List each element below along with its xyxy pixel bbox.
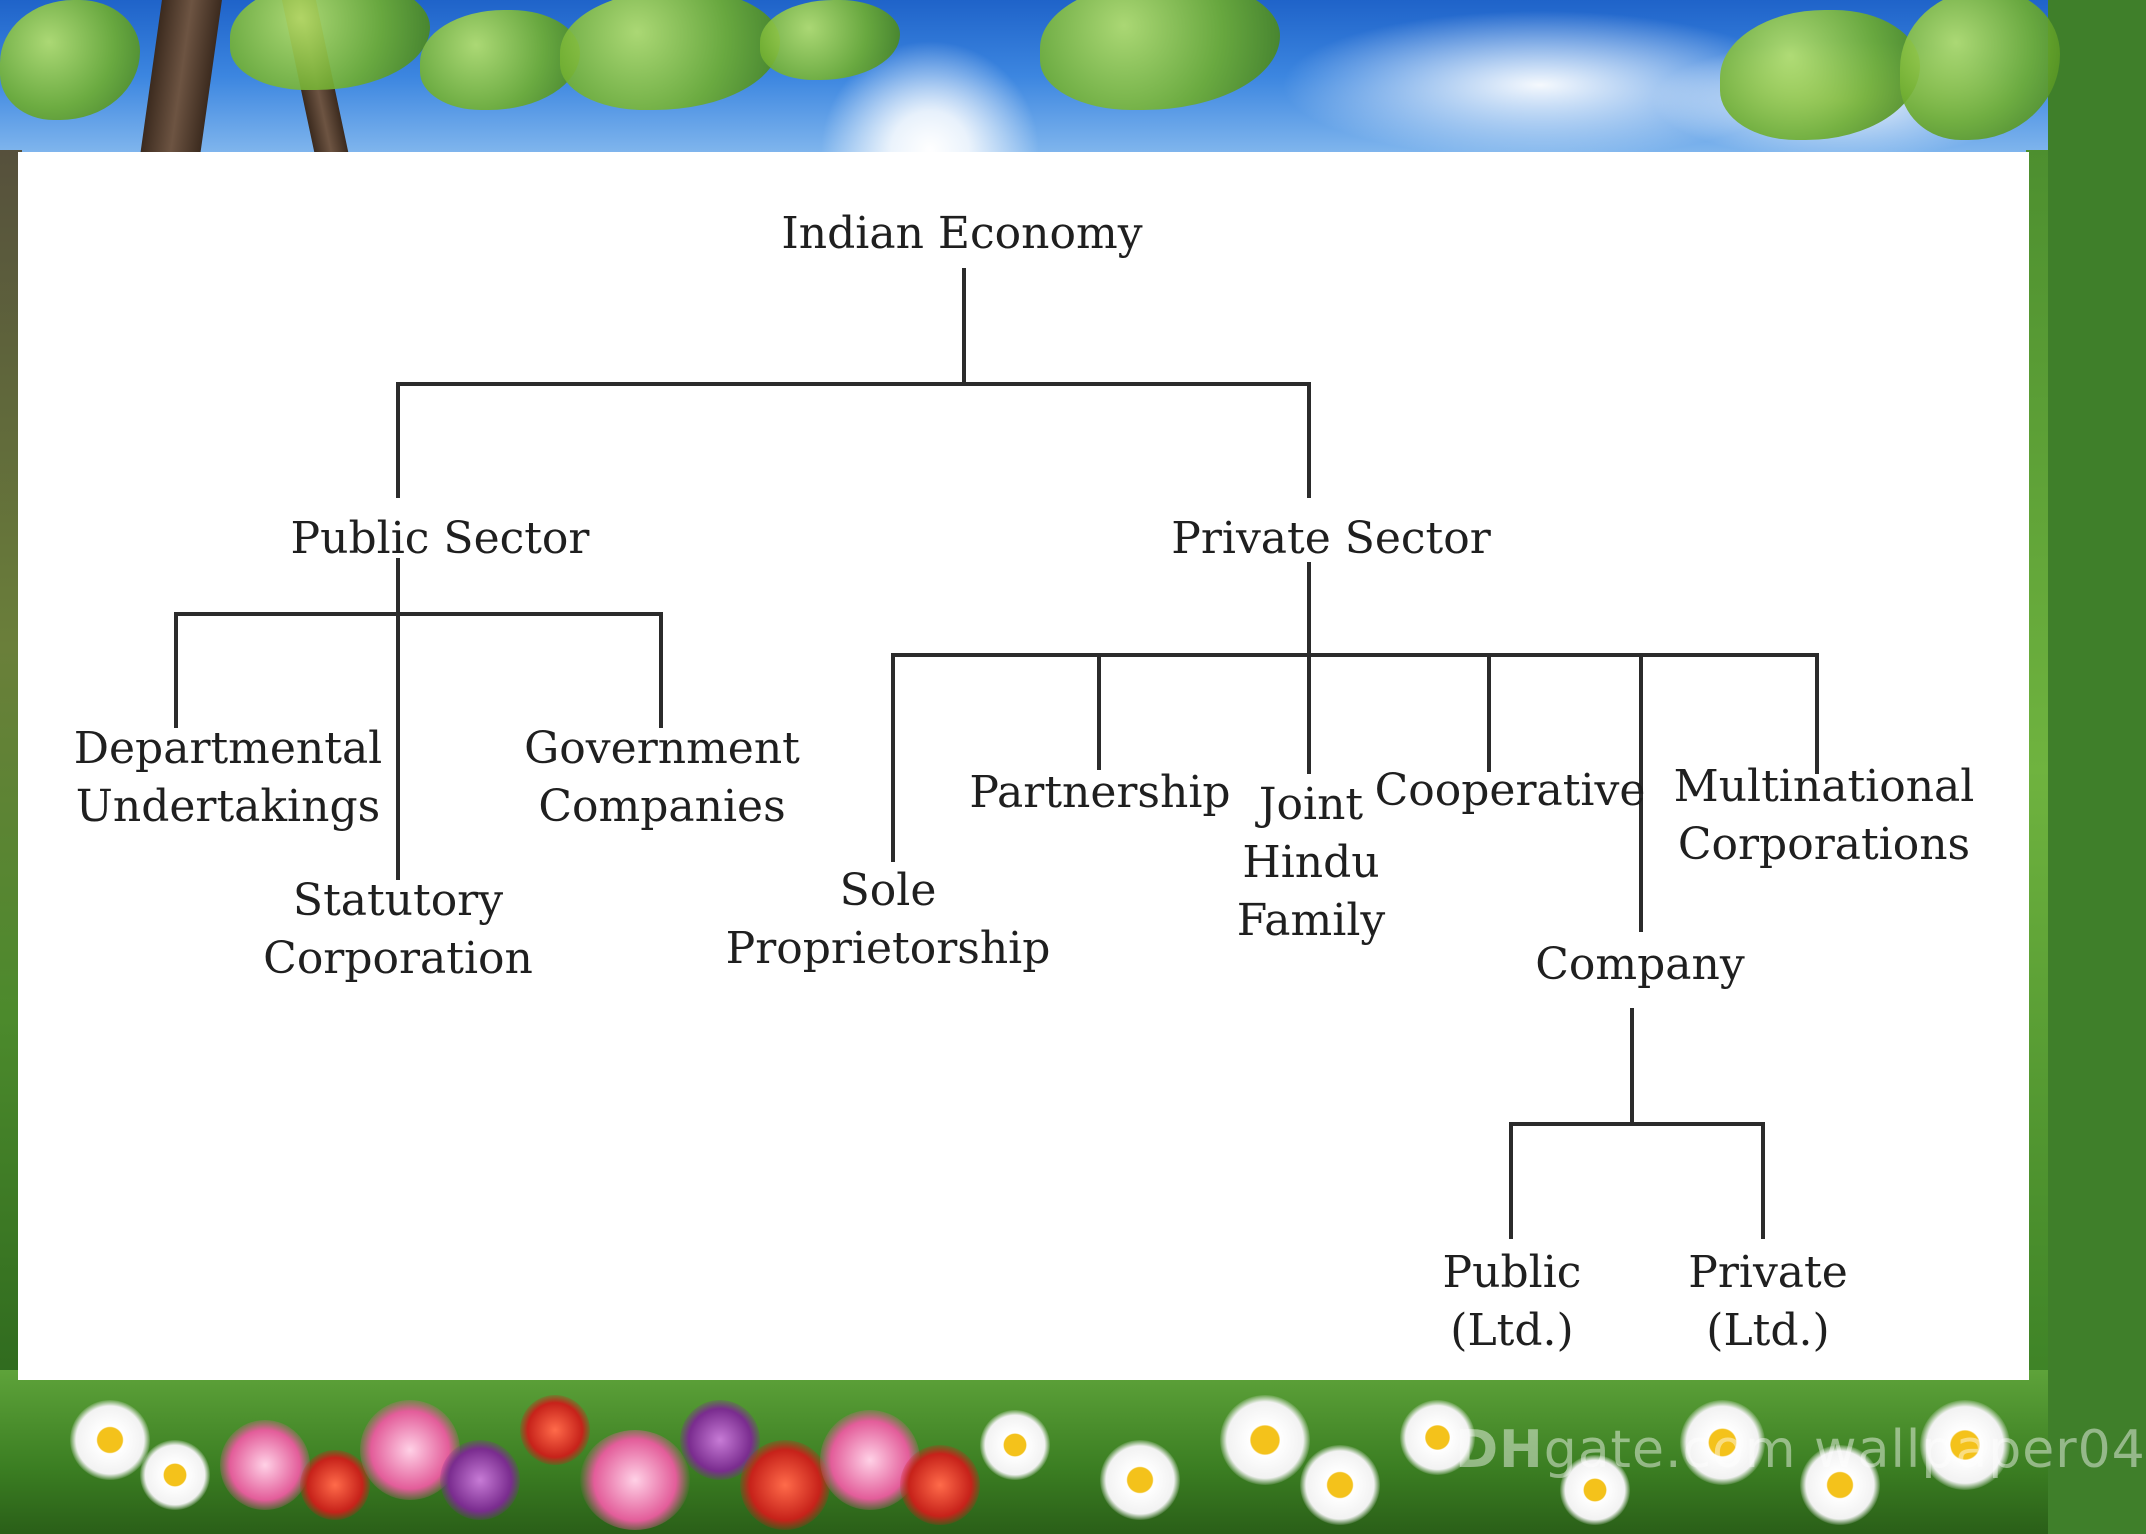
- node-private-ltd: Private (Ltd.): [1688, 1244, 1848, 1360]
- node-label: Family: [1236, 895, 1386, 946]
- node-label: Departmental: [73, 723, 383, 774]
- node-multinational-corporations: Multinational Corporations: [1674, 758, 1975, 874]
- node-joint-hindu-family: Joint Hindu Family: [1237, 776, 1386, 950]
- node-label: Public Sector: [290, 513, 590, 564]
- daisy-flower: [140, 1440, 210, 1510]
- node-company: Company: [1535, 936, 1744, 994]
- daisy-flower: [1400, 1400, 1475, 1475]
- red-flower: [740, 1440, 830, 1530]
- daisy-flower: [1680, 1400, 1765, 1485]
- node-label: Cooperative: [1374, 765, 1646, 816]
- red-flower: [900, 1445, 980, 1525]
- node-label: Multinational: [1673, 761, 1975, 812]
- node-private-sector: Private Sector: [1171, 510, 1491, 568]
- node-label: Joint: [1258, 779, 1364, 830]
- node-label: Proprietorship: [725, 923, 1051, 974]
- node-label: Hindu: [1242, 837, 1380, 888]
- node-label: (Ltd.): [1706, 1305, 1830, 1356]
- node-label: Companies: [538, 781, 786, 832]
- node-label: Company: [1535, 939, 1745, 990]
- node-label: Undertakings: [75, 781, 381, 832]
- node-label: Partnership: [969, 767, 1231, 818]
- connector-lines: [174, 268, 1819, 1239]
- node-departmental-undertakings: Departmental Undertakings: [74, 720, 383, 836]
- node-label: Public: [1442, 1247, 1582, 1298]
- node-label: (Ltd.): [1450, 1305, 1574, 1356]
- daisy-flower: [1300, 1445, 1380, 1525]
- node-label: Statutory: [292, 875, 504, 926]
- node-label: Indian Economy: [781, 208, 1143, 259]
- watermark-text: gate.com wallpaper04: [1543, 1420, 2146, 1480]
- node-government-companies: Government Companies: [524, 720, 800, 836]
- daisy-flower: [1220, 1395, 1310, 1485]
- right-foliage-strip: [2026, 150, 2048, 1390]
- node-partnership: Partnership: [969, 764, 1230, 822]
- daisy-flower: [980, 1410, 1050, 1480]
- node-label: Corporations: [1677, 819, 1971, 870]
- node-cooperative: Cooperative: [1375, 762, 1646, 820]
- org-chart-panel: Indian Economy Public Sector Private Sec…: [18, 152, 2029, 1380]
- daisy-flower: [1800, 1445, 1880, 1525]
- daisy-flower: [1920, 1400, 2010, 1490]
- node-label: Private Sector: [1171, 513, 1491, 564]
- node-public-ltd: Public (Ltd.): [1443, 1244, 1582, 1360]
- node-label: Private: [1688, 1247, 1848, 1298]
- node-label: Sole: [839, 865, 937, 916]
- node-label: Government: [524, 723, 800, 774]
- node-statutory-corporation: Statutory Corporation: [263, 872, 533, 988]
- purple-flower: [440, 1440, 520, 1520]
- pink-flower: [580, 1430, 690, 1530]
- daisy-flower: [70, 1400, 150, 1480]
- node-indian-economy: Indian Economy: [781, 205, 1142, 263]
- node-public-sector: Public Sector: [291, 510, 590, 568]
- left-foliage-strip: [0, 150, 22, 1390]
- watermark: DHgate.com wallpaper04: [1455, 1420, 2146, 1480]
- daisy-flower: [1100, 1440, 1180, 1520]
- node-sole-proprietorship: Sole Proprietorship: [726, 862, 1051, 978]
- daisy-flower: [1560, 1455, 1630, 1525]
- watermark-brand: DH: [1455, 1420, 1544, 1480]
- node-label: Corporation: [263, 933, 533, 984]
- red-flower: [520, 1395, 590, 1465]
- red-flower: [300, 1450, 370, 1520]
- pink-flower: [220, 1420, 310, 1510]
